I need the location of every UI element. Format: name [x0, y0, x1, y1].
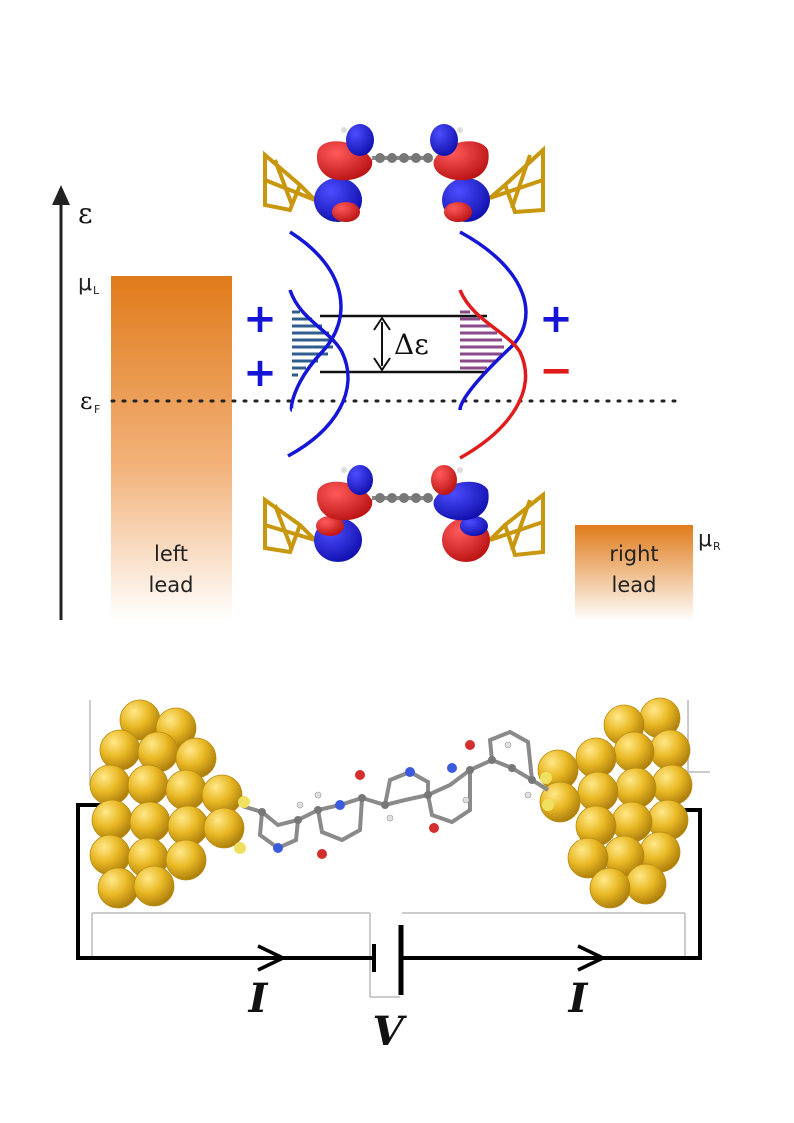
mu-right-label: μ — [698, 527, 712, 552]
left-gold-electrode — [89, 699, 245, 909]
gold-cluster-bottom-right — [488, 490, 545, 558]
energy-axis-label: ε — [78, 197, 93, 230]
gold-cluster-top-right — [488, 145, 545, 215]
left-lead-block — [111, 276, 232, 621]
left-sign-upper: + — [243, 296, 277, 342]
junction-circuit: I I V — [76, 697, 710, 1055]
molecule-backbone — [234, 729, 554, 859]
left-orbital-curve-lower — [287, 289, 350, 458]
gap-arrow-head-bottom — [373, 357, 391, 372]
left-orbital-curve-upper — [289, 230, 343, 412]
top-orbital-picture — [263, 124, 545, 222]
current-arrow-right — [577, 944, 608, 972]
right-striped-area — [460, 310, 504, 370]
right-orbital-curve-red — [458, 289, 528, 460]
fermi-subscript: F — [94, 403, 100, 416]
mu-left-subscript: L — [93, 284, 100, 297]
left-sign-lower: + — [243, 350, 277, 396]
fermi-label: ε — [80, 387, 92, 415]
right-lead-label-line1: right — [609, 542, 658, 566]
energy-axis-arrowhead — [52, 185, 70, 205]
gap-arrow-head-top — [373, 316, 391, 331]
right-lead-label-line2: lead — [612, 573, 657, 597]
gold-cluster-top-left — [263, 150, 317, 213]
energy-diagram: ε μ L left lead ε F μ R right lead Δε — [52, 124, 721, 621]
right-sign-upper: + — [539, 296, 573, 342]
voltage-label: V — [372, 1008, 407, 1055]
right-lead-block — [575, 525, 693, 621]
current-arrow-left — [257, 944, 288, 972]
right-orbital-curve-blue — [458, 230, 528, 411]
mu-right-subscript: R — [713, 540, 721, 553]
right-sign-lower: − — [539, 348, 573, 394]
gap-label: Δε — [394, 328, 429, 361]
left-lead-label-line2: lead — [149, 573, 194, 597]
right-gold-electrode — [537, 697, 693, 909]
frame-lines — [89, 700, 710, 998]
current-label-left: I — [248, 975, 269, 1022]
mu-left-label: μ — [78, 271, 92, 296]
circuit-wires — [76, 803, 702, 960]
gold-cluster-bottom-left — [263, 496, 317, 555]
current-label-right: I — [568, 975, 589, 1022]
bottom-orbital-picture — [263, 465, 545, 562]
left-lead-label-line1: left — [154, 542, 188, 566]
